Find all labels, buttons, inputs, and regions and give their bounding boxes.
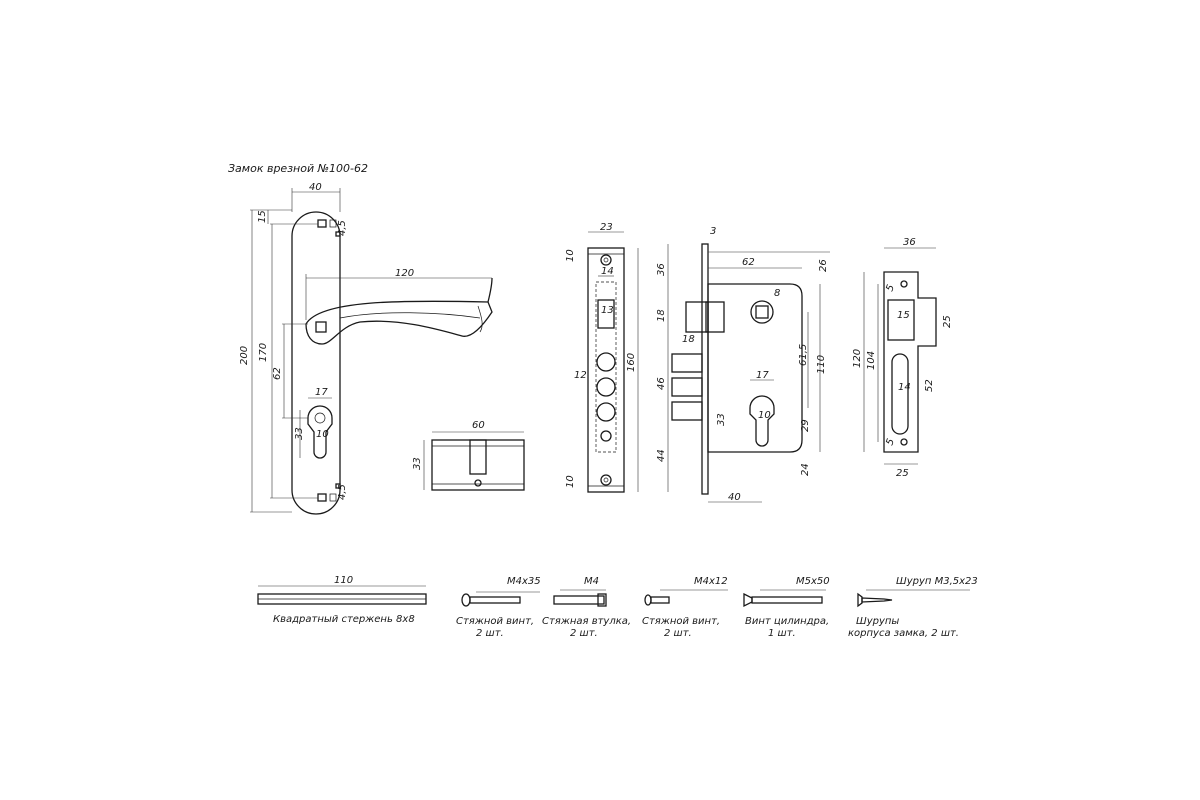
- dim-hole-top: 4,5: [337, 220, 348, 236]
- dim-strike-bolt-height: 52: [924, 379, 935, 392]
- cylinder: 60 33: [412, 420, 525, 491]
- part-screw-m4x35: М4х35 Стяжной винт, 2 шт.: [456, 576, 541, 639]
- dim-handle-length: 120: [395, 268, 414, 279]
- dim-strike-latch: 15: [897, 310, 910, 321]
- label-screw-m4x12-1: Стяжной винт,: [642, 616, 720, 627]
- label-sleeve-2: 2 шт.: [570, 628, 598, 639]
- dim-lock-cyl-width: 17: [756, 370, 769, 381]
- label-screw-m5x50-2: 1 шт.: [768, 628, 796, 639]
- dim-cyl-to-handle: 62: [272, 367, 283, 380]
- dim-strike-bottom-width: 25: [896, 468, 909, 479]
- label-sleeve-1: Стяжная втулка,: [542, 616, 631, 627]
- part-screw-m4x12: М4х12 Стяжной винт, 2 шт.: [642, 576, 728, 639]
- dim-cyl-radius: 10: [316, 429, 329, 440]
- dim-sleeve-m4: М4: [584, 576, 599, 587]
- dim-strike-hole: 5: [884, 283, 897, 293]
- dim-lock-backset: 40: [728, 492, 741, 503]
- dim-strike-width: 36: [903, 237, 916, 248]
- handle-plate: 40 200 170 15 4,5 4,5 120 62 17 33 10: [239, 182, 493, 515]
- dim-lock-cyl-offset: 29: [800, 419, 811, 432]
- label-screw-m4x12-2: 2 шт.: [664, 628, 692, 639]
- dim-faceplate-inner: 14: [601, 266, 614, 277]
- dim-faceplate-height: 160: [626, 353, 637, 372]
- dim-screw-m4x35: М4х35: [507, 576, 541, 587]
- dim-spindle-length: 110: [334, 575, 353, 586]
- lock-body: 62 3 26 36 18 18 46 44 8 17 10 33 61,5 1…: [656, 226, 830, 503]
- dim-faceplate-top: 10: [565, 249, 576, 262]
- dim-cyl-height: 33: [294, 427, 305, 440]
- part-sleeve-m4: М4 Стяжная втулка, 2 шт.: [542, 576, 631, 639]
- label-screw-m4x35-1: Стяжной винт,: [456, 616, 534, 627]
- dim-plate-spacing: 170: [258, 343, 269, 362]
- dim-lock-latch: 18: [656, 309, 667, 322]
- dim-lock-lower: 44: [656, 449, 667, 462]
- dim-lock-height-a: 61,5: [798, 344, 809, 366]
- dim-lock-bolt-span: 46: [656, 377, 667, 390]
- strike-plate: 36 5 15 25 120 104 14 52 5 25: [852, 237, 953, 479]
- label-wood-screw-1: Шурупы: [856, 616, 899, 627]
- dim-lock-cyl-radius: 10: [758, 410, 771, 421]
- dim-lock-width: 62: [742, 257, 755, 268]
- part-wood-screw: Шуруп М3,5х23 Шурупы корпуса замка, 2 шт…: [848, 576, 978, 639]
- dim-strike-bottom-hole: 5: [884, 437, 897, 447]
- label-spindle: Квадратный стержень 8х8: [273, 614, 415, 625]
- dim-lock-cyl-height: 33: [716, 413, 727, 426]
- dim-strike-height: 120: [852, 349, 863, 368]
- dim-strike-inner: 104: [866, 351, 877, 370]
- label-wood-screw-2: корпуса замка, 2 шт.: [848, 628, 959, 639]
- dim-lock-bottom: 24: [800, 463, 811, 476]
- dim-screw-m4x12: М4х12: [694, 576, 728, 587]
- dim-cylinder-length: 60: [472, 420, 485, 431]
- dim-plate-width: 40: [309, 182, 322, 193]
- dim-cyl-width: 17: [315, 387, 328, 398]
- dim-screw-m5x50: М5х50: [796, 576, 830, 587]
- dim-faceplate-latch: 13: [601, 305, 614, 316]
- part-screw-m5x50: М5х50 Винт цилиндра, 1 шт.: [743, 576, 830, 639]
- dim-strike-right: 25: [942, 315, 953, 328]
- drawing-title: Замок врезной №100-62: [228, 162, 368, 175]
- dim-lock-height-b: 110: [816, 355, 827, 374]
- faceplate: 23 10 14 13 12 160 10: [565, 222, 639, 493]
- dim-wood-screw: Шуруп М3,5х23: [896, 576, 978, 587]
- dim-top-offset: 15: [257, 210, 268, 223]
- dim-hole-bottom: 4,5: [337, 484, 348, 500]
- dim-faceplate-between: 12: [574, 370, 587, 381]
- part-spindle: 110 Квадратный стержень 8х8: [257, 575, 427, 625]
- dim-lock-spindle: 8: [774, 288, 780, 299]
- dim-cylinder-height: 33: [412, 457, 423, 470]
- dim-lock-bolts: 18: [682, 334, 695, 345]
- dim-faceplate-bottom: 10: [565, 475, 576, 488]
- dim-lock-front-top: 36: [656, 263, 667, 276]
- dim-strike-bolt: 14: [898, 382, 911, 393]
- dim-faceplate-width: 23: [600, 222, 613, 233]
- label-screw-m5x50-1: Винт цилиндра,: [745, 616, 829, 627]
- dim-lock-plate: 3: [710, 226, 716, 237]
- dim-lock-top: 26: [818, 259, 829, 272]
- dim-plate-height: 200: [239, 346, 250, 365]
- label-screw-m4x35-2: 2 шт.: [476, 628, 504, 639]
